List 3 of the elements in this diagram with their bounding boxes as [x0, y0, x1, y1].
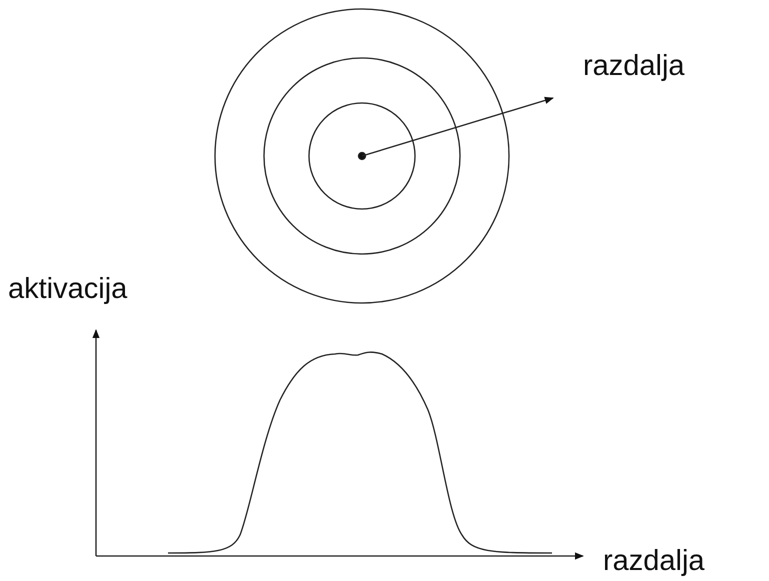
arrow-label: razdalja: [583, 52, 685, 81]
axis-label: razdalja: [603, 547, 705, 576]
axis-label: aktivacija: [8, 275, 128, 304]
